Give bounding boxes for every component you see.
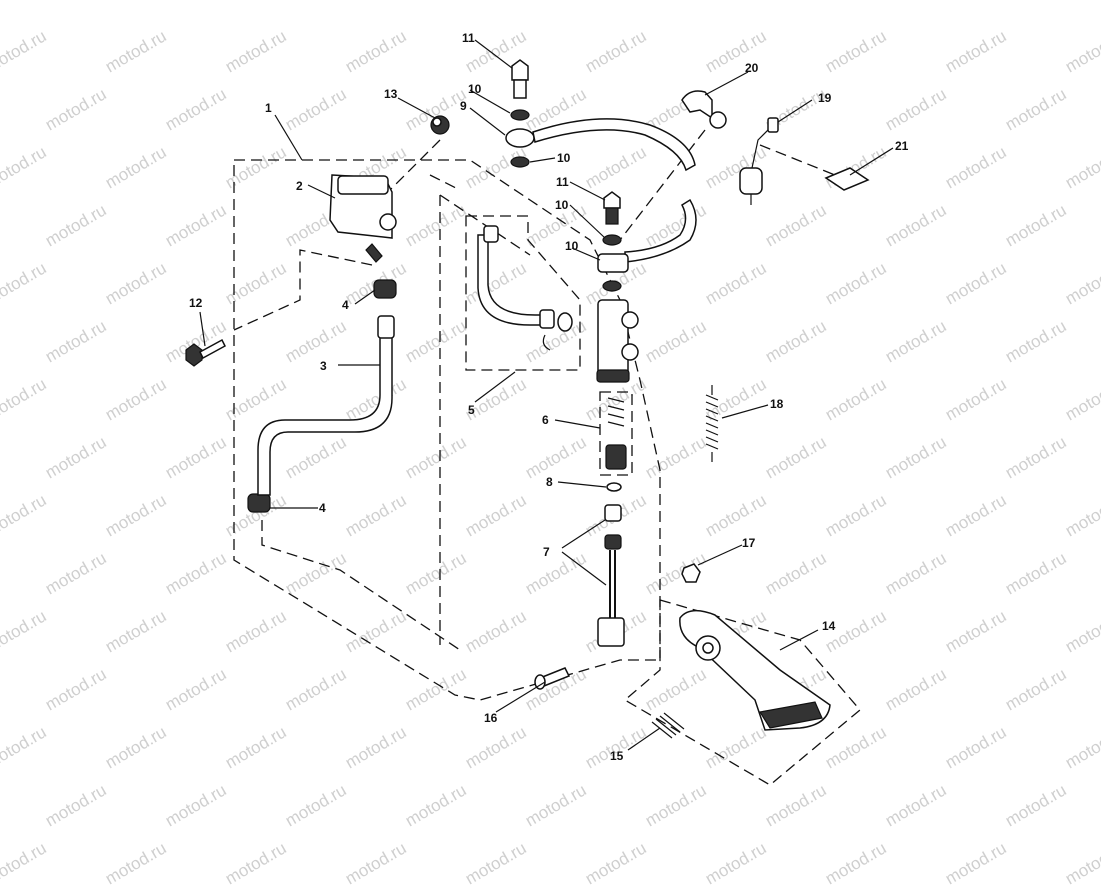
brake-pedal — [679, 609, 831, 731]
callout-1: 1 — [265, 101, 272, 115]
seal-8 — [606, 482, 622, 492]
assembly-outline-5 — [465, 215, 581, 371]
watermark-text: motod.ru — [1062, 838, 1101, 889]
rear-brake-exploded-diagram: 1 2 3 4 4 5 6 7 8 9 10 10 10 10 11 11 12… — [185, 31, 909, 786]
bracket-20 — [681, 90, 727, 129]
washer-lower-2 — [602, 280, 622, 292]
callout-2: 2 — [296, 179, 303, 193]
callout-14: 14 — [822, 619, 836, 633]
watermark-text: motod.ru — [942, 838, 1010, 889]
elbow-hose-end — [483, 225, 499, 243]
watermark-text: motod.ru — [822, 838, 890, 889]
washer-upper-1 — [510, 109, 530, 121]
master-cylinder-body — [596, 299, 639, 383]
callout-18: 18 — [770, 397, 784, 411]
assembly-outline-1 — [233, 159, 661, 701]
brake-light-switch — [739, 117, 779, 205]
brake-hose-lower — [624, 198, 697, 263]
callout-11-b: 11 — [556, 175, 569, 189]
connector-19-21 — [759, 144, 836, 176]
watermark-text: motod.ru — [0, 838, 50, 889]
return-spring — [705, 385, 719, 462]
watermark-text: motod.ru — [702, 838, 770, 889]
brake-hose — [532, 118, 696, 172]
banjo-fitting — [505, 128, 535, 148]
callout-21: 21 — [895, 139, 909, 153]
callout-20: 20 — [745, 61, 759, 75]
connector-4-bottom — [261, 520, 461, 651]
callout-labels: 1 2 3 4 4 5 6 7 8 9 10 10 10 10 11 11 12… — [189, 31, 909, 763]
callout-15: 15 — [610, 749, 624, 763]
assembly-outline-inner — [439, 194, 531, 645]
watermark-text: motod.ru — [462, 838, 530, 889]
connector-20 — [619, 129, 706, 241]
callout-17: 17 — [742, 536, 756, 550]
leader-lines — [199, 39, 894, 751]
piston-assembly — [605, 397, 627, 470]
washer-lower-1 — [602, 234, 622, 246]
hose-clamp-lower — [247, 493, 271, 513]
washer-upper-2 — [510, 156, 530, 168]
watermark-text: motod.ru — [222, 838, 290, 889]
clip-5 — [542, 334, 551, 351]
callout-6: 6 — [542, 413, 549, 427]
callout-12: 12 — [189, 296, 203, 310]
callout-10-b: 10 — [557, 151, 571, 165]
callout-3: 3 — [320, 359, 327, 373]
hose-clamp-upper — [373, 279, 397, 299]
watermark-text: motod.ru — [582, 838, 650, 889]
callout-4-lower: 4 — [319, 501, 326, 515]
callout-10-a: 10 — [468, 82, 482, 96]
callout-10-c: 10 — [555, 198, 569, 212]
elbow-fitting — [539, 309, 555, 329]
reservoir-hose — [257, 317, 393, 496]
push-rod — [597, 504, 625, 647]
hose-fitting — [377, 315, 395, 339]
callout-10-d: 10 — [565, 239, 579, 253]
elbow-hose — [477, 234, 546, 326]
callout-9: 9 — [460, 99, 467, 113]
callout-8: 8 — [546, 475, 553, 489]
assembly-outline-6 — [599, 391, 633, 476]
banjo-bolt-upper — [511, 59, 529, 99]
banjo-fitting-lower — [597, 253, 629, 273]
cap-13 — [430, 115, 450, 135]
callout-7: 7 — [543, 545, 550, 559]
nut-17 — [681, 563, 701, 583]
adjuster-bolt-15 — [651, 712, 685, 739]
connector-zigzag — [233, 249, 373, 331]
callout-16: 16 — [484, 711, 498, 725]
callout-11-a: 11 — [462, 31, 475, 45]
o-ring-5 — [557, 312, 573, 332]
bolt-12 — [185, 338, 226, 367]
watermark-text: motod.ru — [102, 838, 170, 889]
banjo-bolt-lower — [603, 191, 621, 225]
callout-5: 5 — [468, 403, 475, 417]
connector-21 — [824, 167, 870, 191]
callout-4-upper: 4 — [342, 298, 349, 312]
master-cylinder-reservoir — [329, 174, 397, 263]
clevis-pin — [534, 667, 571, 690]
watermark-text: motod.ru — [342, 838, 410, 889]
callout-19: 19 — [818, 91, 832, 105]
callout-13: 13 — [384, 87, 398, 101]
